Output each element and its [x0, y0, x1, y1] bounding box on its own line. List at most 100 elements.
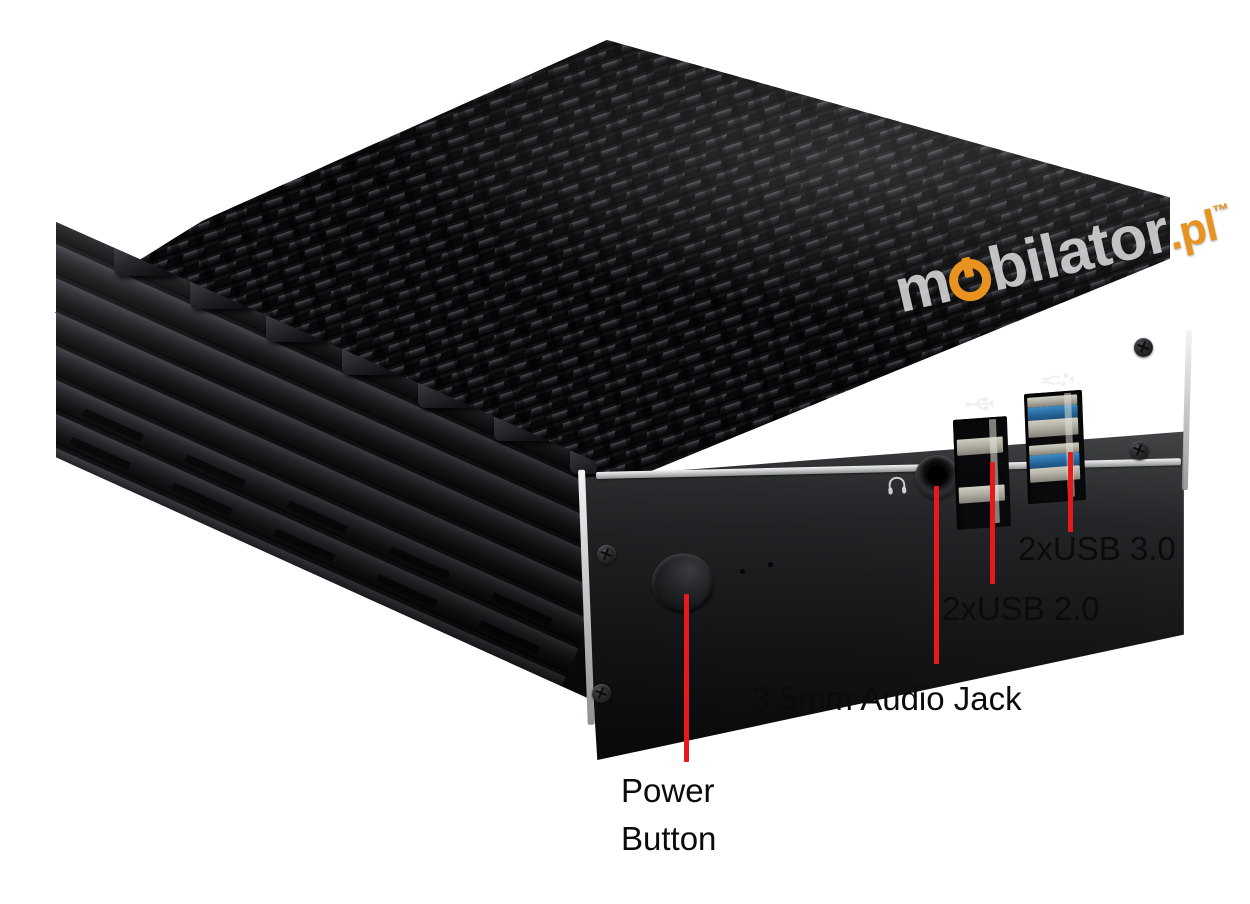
heatsink-fin-slot	[979, 68, 997, 82]
heatsink-fin-slot	[984, 42, 1003, 56]
heatsink-fin-slot	[995, 75, 1014, 89]
side-vent-slot	[95, 652, 157, 686]
heatsink-fin-slot	[69, 471, 88, 485]
heatsink-fin-slot	[969, 40, 987, 49]
heatsink-fin-slot	[932, 47, 950, 61]
heatsink-fin-slot	[282, 104, 301, 118]
heatsink-fin-slot	[388, 93, 406, 107]
watermark-domain-suffix: .pl	[1163, 201, 1222, 260]
heatsink-fin-slot	[910, 66, 929, 81]
heatsink-fin-slot	[92, 192, 110, 206]
side-vent-slot	[107, 624, 170, 658]
heatsink-fin-slot	[1105, 124, 1124, 139]
heatsink-fin-slot	[641, 40, 660, 47]
heatsink-fin-slot	[101, 485, 120, 499]
heatsink-fin-slot	[171, 141, 190, 155]
heatsink-fin-slot	[710, 40, 728, 49]
heatsink-fin-slot	[694, 40, 713, 42]
heatsink-fin-slot	[963, 61, 982, 75]
heatsink-fin-slot	[250, 176, 269, 190]
heatsink-fin-slot	[1163, 179, 1170, 193]
usb-3-0-port-cavity[interactable]	[1023, 389, 1087, 505]
heatsink-fin-slot	[1005, 109, 1023, 123]
heatsink-fin-slot	[1116, 158, 1135, 172]
heatsink-fin-slot	[287, 164, 306, 178]
heatsink-fin-slot	[55, 457, 56, 471]
heatsink-fin-slot	[1026, 89, 1045, 103]
heatsink-fin-slot	[382, 120, 401, 134]
heatsink-fin-slot	[1016, 142, 1034, 156]
heatsink-fin-slot	[230, 109, 248, 123]
heatsink-fin-slot	[958, 87, 977, 102]
heatsink-fin-slot	[1063, 77, 1082, 91]
heatsink-fin-slot	[1010, 82, 1029, 96]
heatsink-fin-slot	[314, 118, 332, 132]
heatsink-fin-slot	[60, 178, 79, 192]
heatsink-fin-slot	[858, 71, 876, 86]
heatsink-fin-slot	[446, 61, 465, 75]
heatsink-fin-slot	[156, 134, 174, 148]
heatsink-fin-slot	[415, 47, 433, 61]
heatsink-fin-slot	[1084, 57, 1103, 72]
heatsink-fin-slot	[1106, 40, 1124, 52]
side-vent-slot	[222, 641, 285, 676]
heatsink-fin-slot	[921, 100, 940, 114]
label-audio-jack: 3.5mm Audio Jack	[752, 680, 1022, 717]
heatsink-fin-slot	[81, 505, 99, 510]
heatsink-fin-slot	[245, 116, 264, 130]
heatsink-fin-slot	[989, 101, 1008, 116]
heatsink-fin-slot	[498, 56, 517, 70]
side-vent-slot	[146, 539, 208, 573]
usb-2-0-port-cavity[interactable]	[952, 416, 1012, 530]
heatsink-fin-slot	[261, 123, 280, 137]
heatsink-fin-slot	[367, 112, 386, 127]
heatsink-fin-slot	[741, 49, 760, 63]
side-vent-slot	[56, 521, 93, 556]
heatsink-fin-slot	[123, 206, 142, 221]
heatsink-fin-slot	[341, 72, 359, 86]
heatsink-fin-slot	[900, 40, 919, 47]
heatsink-fin-slot	[82, 158, 100, 173]
heatsink-fin-slot	[1127, 105, 1145, 119]
side-vent-slot	[56, 493, 106, 527]
heatsink-fin-slot	[1137, 139, 1155, 153]
side-vent-slot	[337, 659, 400, 693]
leader-line-audio-jack	[934, 486, 939, 664]
usb-icon	[965, 396, 994, 411]
heatsink-fin-slot	[213, 188, 232, 203]
heatsink-fin-slot	[76, 185, 95, 199]
heatsink-fin-slot	[119, 146, 137, 160]
heatsink-fin-slot	[1121, 131, 1140, 146]
heatsink-fin-slot	[841, 65, 860, 79]
heatsink-fin-slot	[1021, 116, 1040, 130]
heatsink-fin-slot	[804, 77, 823, 91]
heatsink-fin-slot	[55, 197, 58, 212]
side-vent-slot	[350, 631, 413, 665]
heatsink-fin-slot	[193, 121, 211, 136]
heatsink-fin-slot	[1089, 40, 1108, 45]
heatsink-fin-slot	[71, 211, 90, 226]
heatsink-fin-slot	[973, 95, 992, 109]
label-usb-2-0: 2xUSB 2.0	[942, 590, 1100, 627]
heatsink-fin-slot	[863, 45, 882, 59]
heatsink-fin-slot	[430, 54, 449, 69]
heatsink-fin-slot	[773, 63, 792, 77]
heatsink-fin-slot	[847, 40, 865, 52]
heatsink-fin-slot	[873, 79, 892, 93]
heatsink-fin-slot	[467, 42, 486, 56]
heatsink-fin-slot	[821, 84, 839, 98]
heatsink-fin-slot	[1058, 103, 1077, 117]
heatsink-fin-slot	[452, 40, 470, 49]
heatsink-fin-slot	[208, 128, 227, 143]
heatsink-fin-slot	[267, 97, 285, 111]
heatsink-fin-slot	[187, 148, 206, 162]
heatsink-fin-slot	[968, 121, 986, 135]
heatsink-fin-slot	[1141, 285, 1160, 299]
heatsink-fin-slot	[149, 507, 167, 510]
heatsink-fin-slot	[915, 40, 934, 54]
heatsink-fin-slot	[826, 57, 845, 72]
heatsink-fin-slot	[936, 107, 955, 121]
heatsink-fin-slot	[1169, 66, 1170, 80]
heatsink-fin-slot	[133, 500, 151, 510]
